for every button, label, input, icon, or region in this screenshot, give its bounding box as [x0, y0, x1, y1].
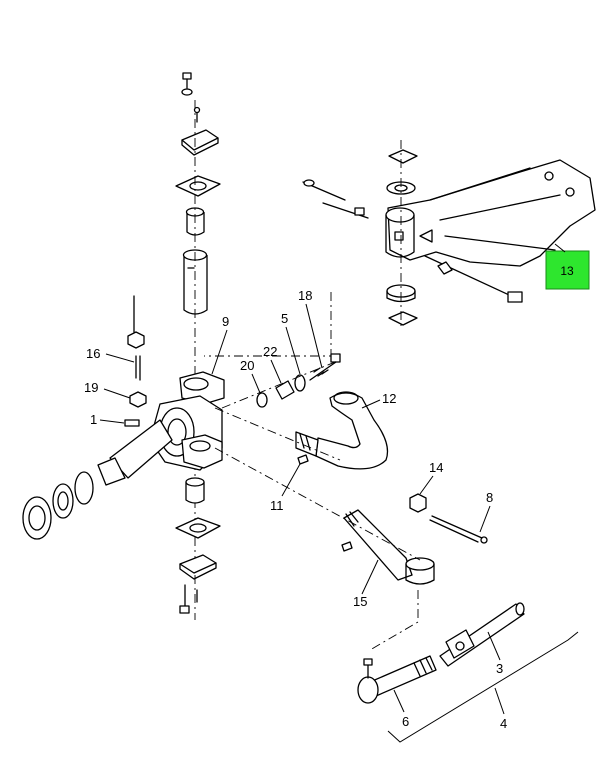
stop-bolt-18 — [309, 353, 341, 381]
top-bolt — [181, 72, 193, 96]
grease-fitting-top — [193, 106, 201, 123]
steering-arm — [295, 391, 389, 470]
leader-22 — [270, 359, 282, 384]
tie-rod-link — [369, 590, 419, 651]
leader-20 — [251, 373, 261, 394]
leader-1 — [99, 419, 125, 424]
bracket-4 — [387, 631, 579, 743]
bushing-22 — [275, 380, 295, 400]
stop-axis — [221, 359, 341, 409]
part-13-highlight[interactable]: 13 — [545, 250, 590, 290]
callout-20: 20 — [240, 358, 254, 373]
callout-11: 11 — [270, 498, 284, 513]
key-11 — [297, 454, 309, 465]
bottom-bolt — [179, 584, 198, 614]
beam-bolts-right — [424, 255, 523, 303]
callout-3: 3 — [496, 661, 503, 676]
leader-11 — [281, 463, 301, 497]
washer-5 — [294, 374, 306, 392]
leader-6 — [393, 689, 405, 713]
washer-20 — [256, 392, 268, 408]
callout-6: 6 — [402, 714, 409, 729]
callout-1: 1 — [90, 412, 97, 427]
callout-8: 8 — [486, 490, 493, 505]
part-13-label: 13 — [560, 264, 574, 278]
leader-4 — [494, 687, 505, 715]
nut-19 — [129, 391, 147, 408]
callout-14: 14 — [429, 460, 443, 475]
callout-16: 16 — [86, 346, 100, 361]
upper-thrust-washer — [175, 175, 221, 197]
beam-lower-washers — [386, 284, 418, 326]
arm-axis — [214, 407, 341, 461]
lower-thrust-washer — [175, 517, 221, 539]
upper-cap — [181, 129, 219, 156]
pin-1 — [124, 419, 140, 427]
lower-cap — [179, 554, 217, 580]
beam-bolts-left — [302, 179, 369, 219]
beam-upper-washers — [386, 149, 418, 195]
callout-12: 12 — [382, 391, 396, 406]
leader-9 — [211, 329, 228, 375]
callout-4: 4 — [500, 716, 507, 731]
callout-19: 19 — [84, 380, 98, 395]
steering-knuckle — [97, 371, 225, 486]
lower-bushing — [185, 477, 205, 504]
tie-arm-axis — [214, 447, 421, 561]
callout-22: 22 — [263, 344, 277, 359]
tie-rod-end-6 — [357, 655, 437, 704]
leader-3 — [487, 631, 501, 661]
cotter-pin-16 — [135, 355, 141, 381]
cotter-pin-8 — [429, 515, 488, 544]
tie-rod-arm — [341, 509, 435, 585]
leader-8 — [479, 505, 491, 533]
leader-16 — [105, 353, 135, 363]
nut-14 — [409, 493, 427, 513]
leader-12 — [361, 399, 381, 409]
axle-beam — [385, 159, 596, 267]
callout-5: 5 — [281, 311, 288, 326]
bearing-race — [74, 471, 94, 505]
callout-9: 9 — [222, 314, 229, 329]
leader-18 — [305, 303, 323, 369]
castle-nut-upper — [127, 295, 145, 349]
callout-15: 15 — [353, 594, 367, 609]
tie-rod-tube — [439, 602, 525, 667]
leader-14 — [419, 475, 434, 495]
spindle-washer — [52, 483, 74, 519]
callout-18: 18 — [298, 288, 312, 303]
leader-5 — [285, 326, 301, 375]
leader-19 — [103, 388, 131, 399]
leader-15 — [361, 559, 379, 595]
hub-nut-ring — [22, 496, 52, 540]
leader-13 — [554, 243, 566, 253]
